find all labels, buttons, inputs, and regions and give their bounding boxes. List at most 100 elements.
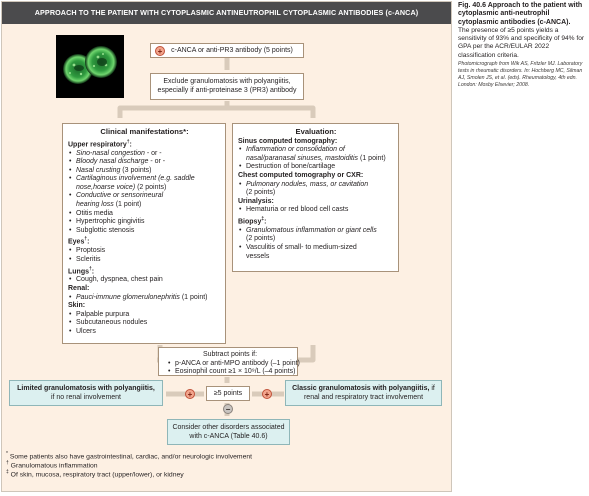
sinus-ct-list: Inflammation or consolidation ofnasal/pa… <box>238 146 394 172</box>
list-item: (2 points) <box>238 189 394 198</box>
lungs-heading: Lungs†: <box>68 265 95 275</box>
evaluation-box: Evaluation: Sinus computed tomography: I… <box>232 123 399 272</box>
list-item: p-ANCA or anti-MPO antibody (–1 point) <box>167 360 300 369</box>
list-item-text: Vasculitis of small- to medium-sized <box>246 244 357 252</box>
footnote-line: ‡ Of skin, mucosa, respiratory tract (up… <box>6 468 184 480</box>
list-item-text: - or - <box>148 158 166 166</box>
list-item-emphasis: Cartilaginous involvement (e.g. saddle <box>76 175 195 183</box>
subtract-title: Subtract points if: <box>202 351 258 358</box>
chest-ct-heading: Chest computed tomography or CXR: <box>238 171 364 179</box>
consider-line-2: with c-ANCA (Table 40.6) <box>189 432 268 440</box>
biopsy-list: Granulomatous inflammation or giant cell… <box>238 227 394 261</box>
arrow-exclude-to-evaluation <box>224 101 316 118</box>
list-item: Sino-nasal congestion - or - <box>68 150 221 159</box>
list-item-emphasis: Bloody nasal discharge <box>76 158 149 166</box>
plus-icon: + <box>262 389 272 399</box>
list-item: hearing loss (1 point) <box>68 201 221 210</box>
list-item: Palpable purpura <box>68 311 221 320</box>
eyes-list: ProptosisScleritis <box>68 247 221 264</box>
footnote-mark: ‡ <box>6 469 9 475</box>
list-item: Inflammation or consolidation of <box>238 146 394 155</box>
footnote-text: Some patients also have gastrointestinal… <box>7 453 253 461</box>
list-item-emphasis: hearing loss <box>76 201 114 209</box>
upper-respiratory-list: Sino-nasal congestion - or -Bloody nasal… <box>68 150 221 236</box>
list-item-text: Subglottic stenosis <box>76 226 135 234</box>
classic-gpa-sub: renal and respiratory tract involvement <box>303 393 424 401</box>
list-item-emphasis: Sino-nasal congestion <box>76 149 145 157</box>
classic-gpa-title: Classic granulomatosis with polyangiitis… <box>292 385 435 392</box>
list-item-text: Destruction of bone/cartilage <box>246 163 336 171</box>
list-item-emphasis: Pauci-immune glomerulonephritis <box>76 293 180 301</box>
chest-ct-list: Pulmonary nodules, mass, or cavitation(2… <box>238 181 394 198</box>
list-item: Proptosis <box>68 247 221 256</box>
list-item-text: - or - <box>144 149 162 157</box>
footnote-mark: * <box>6 451 8 457</box>
limited-gpa-box: Limited granulomatosis with polyangiitis… <box>9 380 163 406</box>
limited-gpa-title: Limited granulomatosis with polyangiitis… <box>17 385 155 392</box>
list-item: Hematuria or red blood cell casts <box>238 206 394 215</box>
list-item: Bloody nasal discharge - or - <box>68 158 221 167</box>
arrow-evaluation-to-subtract <box>298 345 316 363</box>
biopsy-heading: Biopsy‡: <box>238 215 267 226</box>
list-item: Ulcers <box>68 328 221 337</box>
eyes-heading: Eyes†: <box>68 236 90 246</box>
neutrophil-cells-image <box>56 35 124 98</box>
minus-icon: − <box>223 404 233 414</box>
footnote-text: Granulomatous inflammation <box>8 462 98 470</box>
list-item-emphasis: Inflammation or consolidation of <box>246 146 345 154</box>
threshold-box: ≥5 points <box>206 386 250 401</box>
list-item-text: vessels <box>246 252 270 260</box>
list-item-emphasis: Nasal crusting <box>76 166 121 174</box>
classic-gpa-box: Classic granulomatosis with polyangiitis… <box>285 380 442 406</box>
list-item: nose,hoarse voice) (2 points) <box>68 184 221 193</box>
list-item-text: (2 points) <box>135 183 167 191</box>
exclude-gpa-box: Exclude granulomatosis with polyangiitis… <box>150 73 304 100</box>
list-item: Subcutaneous nodules <box>68 319 221 328</box>
lungs-list: Cough, dyspnea, chest pain <box>68 276 221 285</box>
list-item: Pulmonary nodules, mass, or cavitation <box>238 181 394 190</box>
caption-body: The presence of ≥5 points yields a sensi… <box>458 27 585 59</box>
sinus-ct-heading: Sinus computed tomography: <box>238 137 338 145</box>
list-item: Destruction of bone/cartilage <box>238 163 394 172</box>
list-item-text: (1 point) <box>358 154 386 162</box>
list-item-emphasis: Conductive or sensorineural <box>76 192 164 200</box>
list-item-emphasis: nasal/paranasal sinuses, mastoiditis <box>246 154 359 162</box>
list-item: Pauci-immune glomerulonephritis (1 point… <box>68 294 221 303</box>
list-item: vessels <box>238 253 394 262</box>
list-item-text: (1 point) <box>113 201 142 209</box>
exclude-line-1: Exclude granulomatosis with polyangiitis… <box>163 78 291 85</box>
urinalysis-list: Hematuria or red blood cell casts <box>238 206 394 215</box>
list-item: Subglottic stenosis <box>68 227 221 236</box>
list-item: Granulomatous inflammation or giant cell… <box>238 227 394 236</box>
subtract-list: p-ANCA or anti-MPO antibody (–1 point)Eo… <box>167 360 300 377</box>
skin-list: Palpable purpuraSubcutaneous nodulesUlce… <box>68 311 221 337</box>
start-criteria-box: c-ANCA or anti-PR3 antibody (5 points) <box>150 43 304 58</box>
urinalysis-heading: Urinalysis: <box>238 197 274 205</box>
renal-heading: Renal: <box>68 285 90 293</box>
footnote-mark: † <box>6 460 9 466</box>
list-item-text: (2 points) <box>246 189 276 197</box>
list-item: Hypertrophic gingivitis <box>68 218 221 227</box>
list-item-text: Otitis media <box>76 209 113 217</box>
list-item: Scleritis <box>68 256 221 265</box>
list-item: Otitis media <box>68 210 221 219</box>
figure-caption: Fig. 40.6 Approach to the patient with c… <box>458 2 588 89</box>
list-item-text: (3 points) <box>120 166 152 174</box>
plus-icon: + <box>155 45 165 56</box>
consider-other-disorders-box: Consider other disorders associated with… <box>167 419 290 445</box>
start-criteria-text: c-ANCA or anti-PR3 antibody (5 points) <box>171 47 293 54</box>
list-item-emphasis: Granulomatous inflammation or giant cell… <box>246 226 377 234</box>
exclude-line-2: especially if anti-proteinase 3 (PR3) an… <box>157 86 297 94</box>
list-item: Cartilaginous involvement (e.g. saddle <box>68 175 221 184</box>
footnote-text: Of skin, mucosa, respiratory tract (uppe… <box>8 471 184 479</box>
immunofluorescence-photomicrograph <box>56 35 124 98</box>
plus-icon: + <box>185 389 195 399</box>
list-item: Vasculitis of small- to medium-sized <box>238 244 394 253</box>
list-item-emphasis: Pulmonary nodules, mass, or cavitation <box>246 180 369 188</box>
list-item: Conductive or sensorineural <box>68 192 221 201</box>
list-item: nasal/paranasal sinuses, mastoiditis (1 … <box>238 155 394 164</box>
arrow-exclude-to-clinical <box>117 101 230 118</box>
list-item-text: (2 points) <box>246 235 276 243</box>
upper-respiratory-heading: Upper respiratory†: <box>68 138 132 148</box>
renal-list: Pauci-immune glomerulonephritis (1 point… <box>68 294 221 303</box>
